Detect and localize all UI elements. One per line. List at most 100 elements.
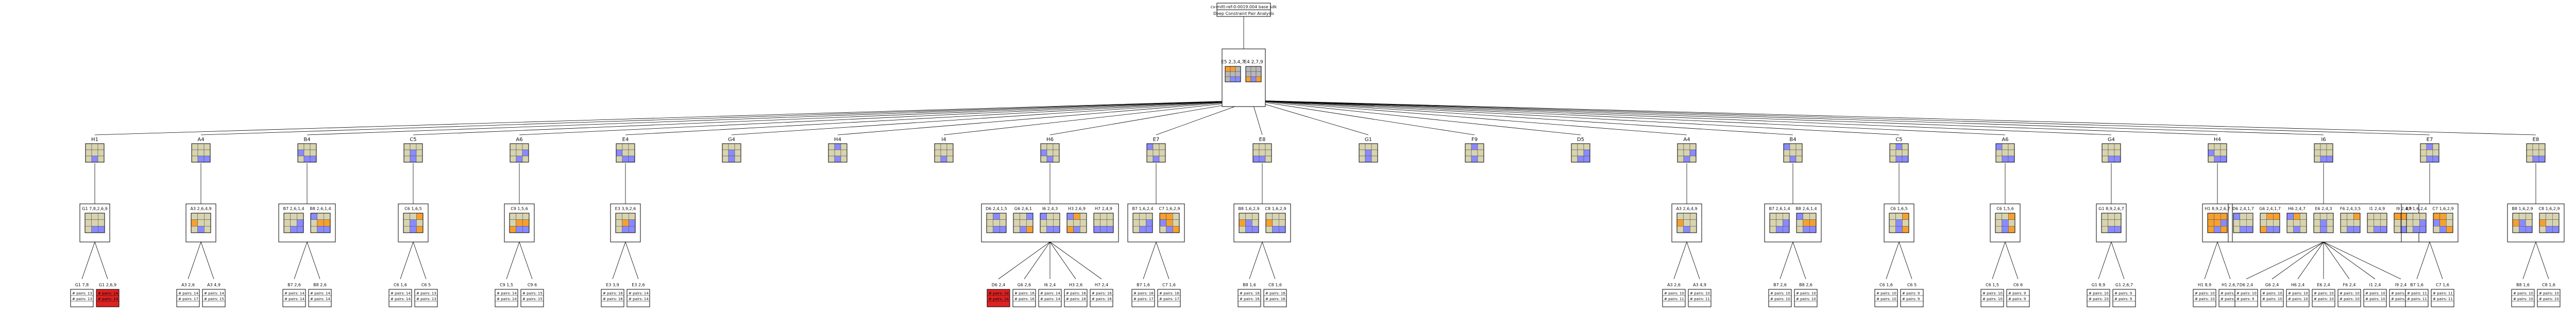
board-cell <box>1053 226 1060 233</box>
pair-label: I9 2,4,9 <box>2396 206 2412 211</box>
leaf-pairs-count: # pairs: 16 <box>1265 291 1285 296</box>
board-cell <box>2108 143 2115 150</box>
board-frame <box>1677 143 1697 163</box>
board-cell <box>1256 66 1262 72</box>
board-frame <box>403 143 423 163</box>
board-cell <box>1235 66 1241 72</box>
board-cell <box>2512 226 2519 233</box>
board-cell <box>1013 219 1020 227</box>
board-cell <box>1046 219 1054 227</box>
board-cell <box>1783 155 1790 163</box>
pair-board <box>1796 213 1817 233</box>
pair-label: C6 1,6,5 <box>404 206 422 211</box>
board-cell <box>1235 71 1241 77</box>
board-frame <box>934 143 954 163</box>
diagram-header: cv-mitt-ref-0-0019.004 base sdk Deep Con… <box>1211 3 1277 17</box>
board-cell <box>1571 155 1578 163</box>
board-cell <box>1073 219 1080 227</box>
board-cell <box>1889 219 1896 227</box>
board-frame <box>1252 143 1272 163</box>
board-cell <box>290 219 297 227</box>
pair-label: C7 1,6,2,9 <box>1159 206 1180 211</box>
group-label: E8 <box>2533 137 2539 143</box>
board-cell <box>317 219 324 227</box>
board-cell <box>1100 226 1107 233</box>
board-cell <box>2208 155 2215 163</box>
board-cell <box>1769 219 1776 227</box>
board-frame <box>1245 66 1262 82</box>
board-cell <box>510 155 517 163</box>
board-cell <box>2214 213 2221 220</box>
board-cell <box>1265 155 1272 163</box>
leaf-box <box>2260 289 2284 307</box>
pair-group-frame <box>1764 203 1822 242</box>
board-cell <box>1689 155 1697 163</box>
board-cell <box>317 226 324 233</box>
leaf-pairs-count: # pairs: 14 <box>178 291 198 296</box>
board-cell <box>1256 76 1262 82</box>
board-cell <box>2320 149 2327 157</box>
board-cell <box>2313 219 2320 227</box>
board-cell <box>1465 143 1472 150</box>
pair-group-frame <box>2507 203 2565 242</box>
leaf-box <box>1688 289 1711 307</box>
board-cell <box>2426 143 2433 150</box>
leaf-label: B7 2,6 <box>1773 283 1787 287</box>
board-cell <box>2101 213 2108 220</box>
leaf-box <box>2312 289 2335 307</box>
board-cell <box>2340 213 2347 220</box>
board-frame <box>191 143 211 163</box>
pair-board <box>1995 213 2015 233</box>
board-cell <box>84 213 92 220</box>
board-cell <box>1995 155 2003 163</box>
board-cell <box>1230 76 1236 82</box>
pair-board <box>615 213 636 233</box>
board-cell <box>1100 219 1107 227</box>
board-cell <box>2446 213 2453 220</box>
leaf-label: H1 8,9 <box>2198 283 2211 287</box>
leaf-label: C6 6 <box>2013 283 2023 287</box>
pair-board <box>2367 213 2387 233</box>
pair-to-leaf-edge <box>2246 241 2324 280</box>
board-cell <box>999 219 1007 227</box>
group-board <box>2208 143 2227 163</box>
leaf-pairs-count: # pairs: 11 <box>1664 297 1684 301</box>
board-cell <box>1365 155 1372 163</box>
board-cell <box>2367 226 2374 233</box>
group-board <box>2102 143 2121 163</box>
group-board <box>1677 143 1697 163</box>
board-cell <box>1250 66 1257 72</box>
leaf-box <box>1064 289 1088 307</box>
board-cell <box>1146 149 1154 157</box>
board-cell <box>2420 149 2427 157</box>
board-cell <box>283 226 291 233</box>
board-cell <box>197 143 205 150</box>
leaf-pairs-count: # pairs: 15 <box>204 297 224 301</box>
leaf-pairs-count: # pairs: 10 <box>1690 291 1710 296</box>
group-board <box>191 143 211 163</box>
board-cell <box>403 149 411 157</box>
pair-to-leaf-edge <box>625 241 639 280</box>
board-cell <box>310 143 317 150</box>
leaf-label: G1 2,6,9 <box>99 283 116 287</box>
board-cell <box>1107 213 1114 220</box>
pair-board <box>2101 213 2122 233</box>
board-cell <box>1809 213 1817 220</box>
pair-label: B7 2,6,1,4 <box>283 206 304 211</box>
board-cell <box>1146 226 1153 233</box>
leaf-pairs-count: # pairs: 10 <box>2288 297 2308 301</box>
group-label: E7 <box>2427 137 2433 143</box>
board-cell <box>1066 226 1074 233</box>
group-board <box>828 143 848 163</box>
board-cell <box>1252 219 1259 227</box>
board-cell <box>1465 155 1472 163</box>
leaf-pairs-count: # pairs: 10 <box>1982 291 2003 296</box>
board-cell <box>1245 71 1251 77</box>
leaf-label: B8 1,6 <box>1243 283 1256 287</box>
board-cell <box>2326 143 2333 150</box>
board-cell <box>283 213 291 220</box>
group-board <box>297 143 317 163</box>
leaf-label: E6 2,4 <box>2317 283 2330 287</box>
pair-board <box>1132 213 1153 233</box>
board-cell <box>1040 213 1047 220</box>
